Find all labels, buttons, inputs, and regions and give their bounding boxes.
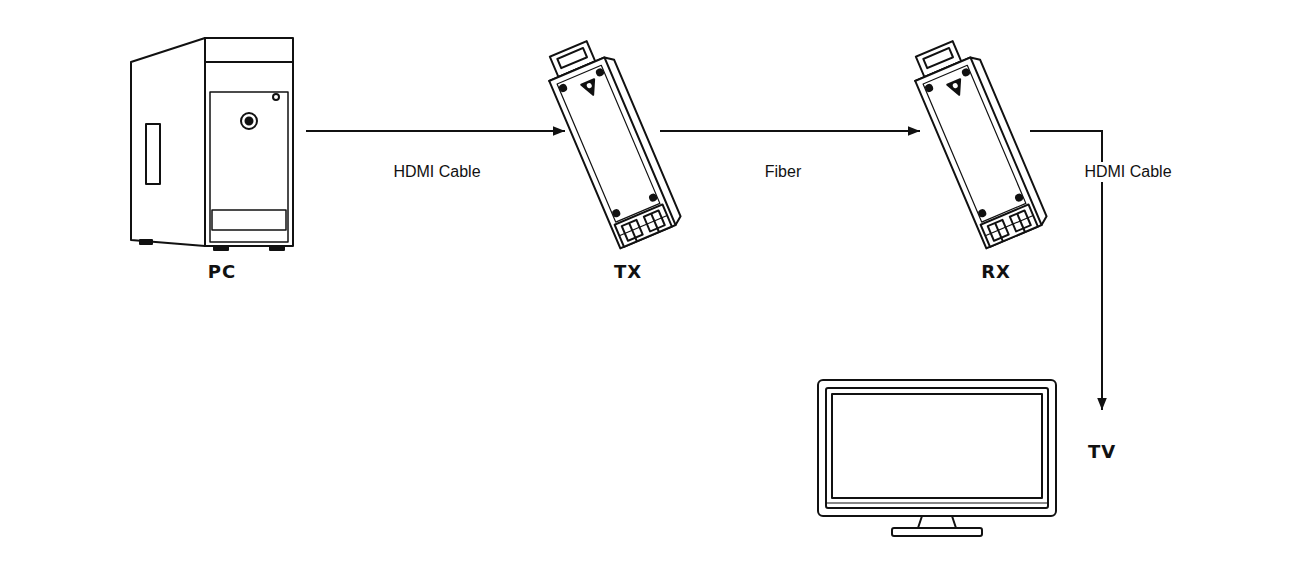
- cable-label: HDMI Cable: [390, 162, 483, 182]
- device-label: TV: [1088, 441, 1116, 463]
- tv-node: TV: [818, 410, 1128, 540]
- device-label: TX: [614, 261, 642, 283]
- tx-device: [541, 34, 683, 248]
- transmitter-node: TX: [565, 40, 660, 285]
- device-label: RX: [981, 261, 1011, 283]
- rx-device: [907, 34, 1049, 248]
- cable-line: [660, 130, 920, 132]
- receiver-node: RX: [920, 40, 1030, 285]
- cable-label: HDMI Cable: [1081, 162, 1174, 182]
- cable-label: Fiber: [762, 162, 804, 182]
- device-label: PC: [208, 261, 236, 283]
- tv-set: [818, 380, 1056, 536]
- pc-tower: [131, 38, 293, 250]
- cable-line: [306, 130, 565, 132]
- pc-node: PC: [130, 35, 306, 285]
